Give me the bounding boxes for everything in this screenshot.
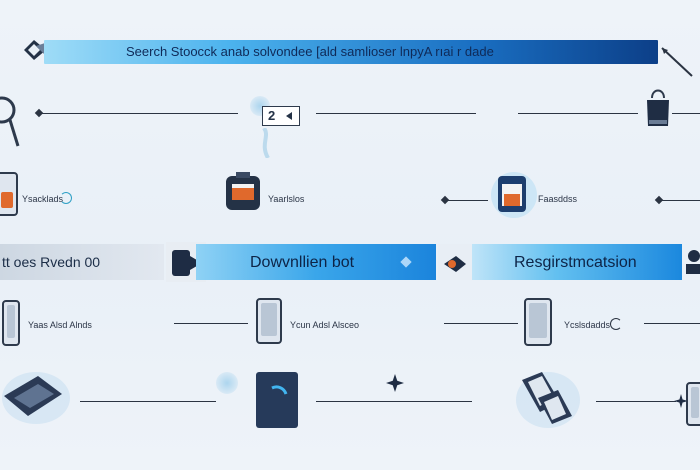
phone-icon[interactable]	[686, 382, 700, 426]
step-badge[interactable]: 2	[262, 106, 300, 126]
timeline-line	[174, 323, 248, 324]
glow-dot	[216, 372, 238, 394]
row2-right-label: Faasddss	[538, 194, 578, 204]
pen-icon[interactable]	[660, 44, 696, 80]
row2-mid-label: Yaarlslos	[268, 194, 305, 204]
timeline-line	[80, 401, 216, 402]
step-badge-number: 2	[268, 108, 276, 123]
avatar[interactable]	[684, 248, 700, 276]
bag-icon[interactable]	[644, 86, 672, 128]
tablet-stack-icon[interactable]	[512, 368, 580, 430]
phone-icon[interactable]	[256, 298, 282, 344]
download-button-label: Dowvnllien bot	[250, 254, 355, 271]
registration-button-label: Resgirstmcatsion	[514, 254, 637, 271]
timeline-line	[518, 113, 638, 114]
timeline-line	[316, 401, 472, 402]
registration-button[interactable]: Resgirstmcatsion	[472, 244, 682, 280]
row2-left-label: Ysacklads	[22, 194, 64, 204]
info-panel-text: tt oes Rvedn 00	[2, 254, 101, 270]
page-title: Seerch Stoocck anab solvondee [ald samli…	[126, 44, 494, 59]
star-icon	[674, 394, 688, 408]
row4-mid-label: Ycun Adsl Alsceo	[290, 320, 360, 330]
timeline-line	[42, 113, 238, 114]
title-bar[interactable]: Seerch Stoocck anab solvondee [ald samli…	[44, 40, 658, 64]
search-icon[interactable]	[0, 96, 22, 152]
timeline-line	[444, 323, 518, 324]
timeline-line	[672, 113, 700, 114]
phone-icon[interactable]	[2, 300, 20, 346]
refresh-icon[interactable]	[610, 318, 622, 330]
row4-left-label: Yaas Alsd Alnds	[28, 320, 92, 330]
sparkle-decoration	[256, 126, 278, 159]
timeline-line	[596, 401, 676, 402]
refresh-icon[interactable]	[60, 192, 72, 204]
row4-right-label: Ycslsdadds	[564, 320, 611, 330]
tablet-icon[interactable]	[490, 170, 538, 220]
timeline-line	[662, 200, 700, 201]
info-panel[interactable]: tt oes Rvedn 00	[0, 244, 164, 280]
timeline-line	[316, 113, 476, 114]
timeline-line	[644, 323, 700, 324]
user-icon[interactable]	[438, 244, 472, 280]
timeline-line	[448, 200, 488, 201]
briefcase-icon[interactable]	[222, 170, 266, 212]
phone-icon[interactable]	[524, 298, 552, 346]
tablet-icon[interactable]	[256, 372, 298, 428]
download-button[interactable]: Dowvnllien bot	[196, 244, 436, 280]
laptop-icon[interactable]	[0, 364, 70, 428]
star-icon	[386, 374, 404, 392]
phone-icon[interactable]	[0, 172, 18, 216]
